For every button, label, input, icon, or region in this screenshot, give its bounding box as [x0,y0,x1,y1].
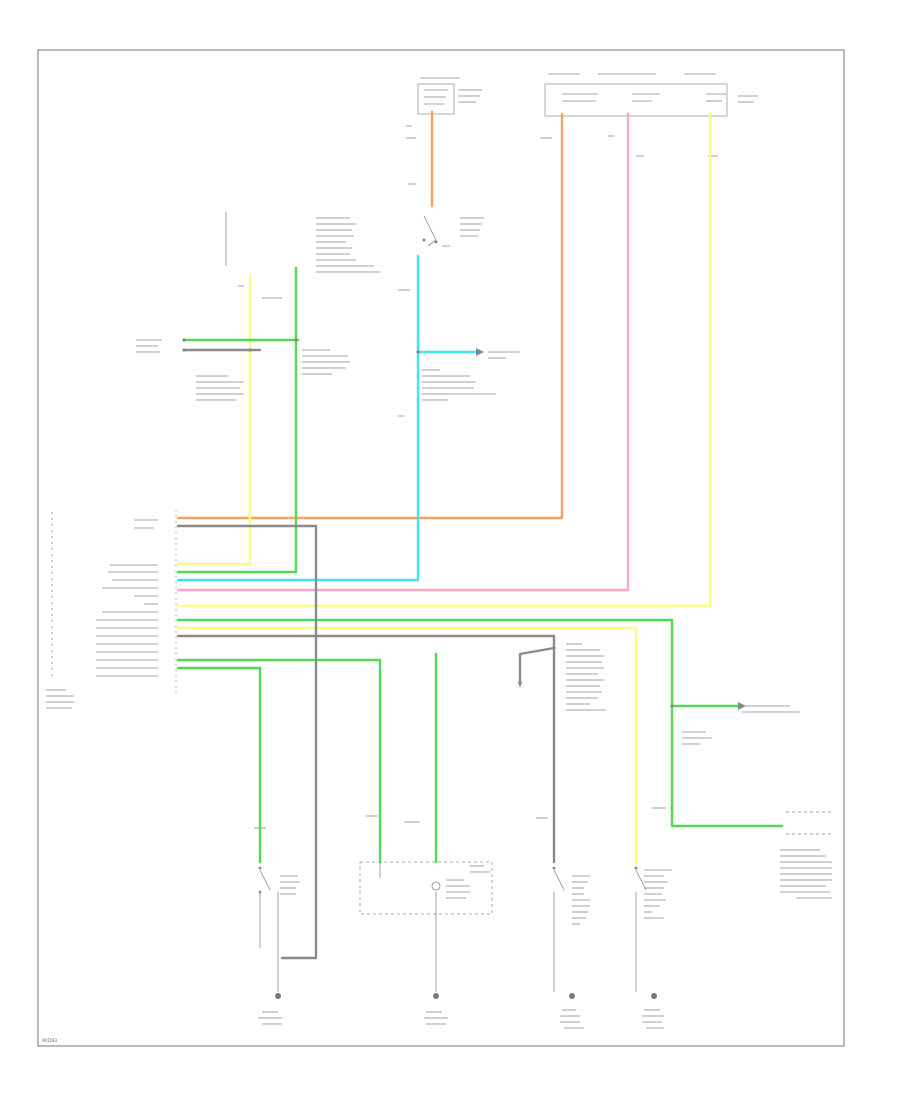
label-blocks [46,212,832,1029]
switch-left [258,866,271,948]
wire-green-a [176,658,382,864]
wire-tags [238,125,718,829]
wire-gray-branch [518,646,556,684]
main-connector [96,510,177,694]
wire-orange-main [176,112,564,520]
fuse-block-right [544,73,758,117]
wire-cyan [176,254,420,582]
brake-switch [422,215,484,247]
ground-icon [569,993,575,999]
wire-gray-right [176,634,556,864]
wire-gray-left [176,524,318,960]
fuse-block-left [417,77,482,115]
module-center [359,861,493,992]
wire-green-b [176,666,262,864]
diagram-code: W/D93 [42,1038,57,1044]
wire-yellow-left [176,274,252,566]
wire-pink [176,112,630,592]
ground-icon [651,993,657,999]
wire-yellow-lamp [176,626,638,866]
wire-green-top [176,266,298,574]
wires [176,110,784,960]
ground-icon [433,993,439,999]
wire-yellow-right [176,112,712,608]
diagram-frame [37,49,845,1047]
ground-icon [275,993,281,999]
switch-third [552,866,565,992]
splices [182,338,746,710]
switch-fourth [634,866,647,992]
wire-green-trailer [176,618,784,828]
